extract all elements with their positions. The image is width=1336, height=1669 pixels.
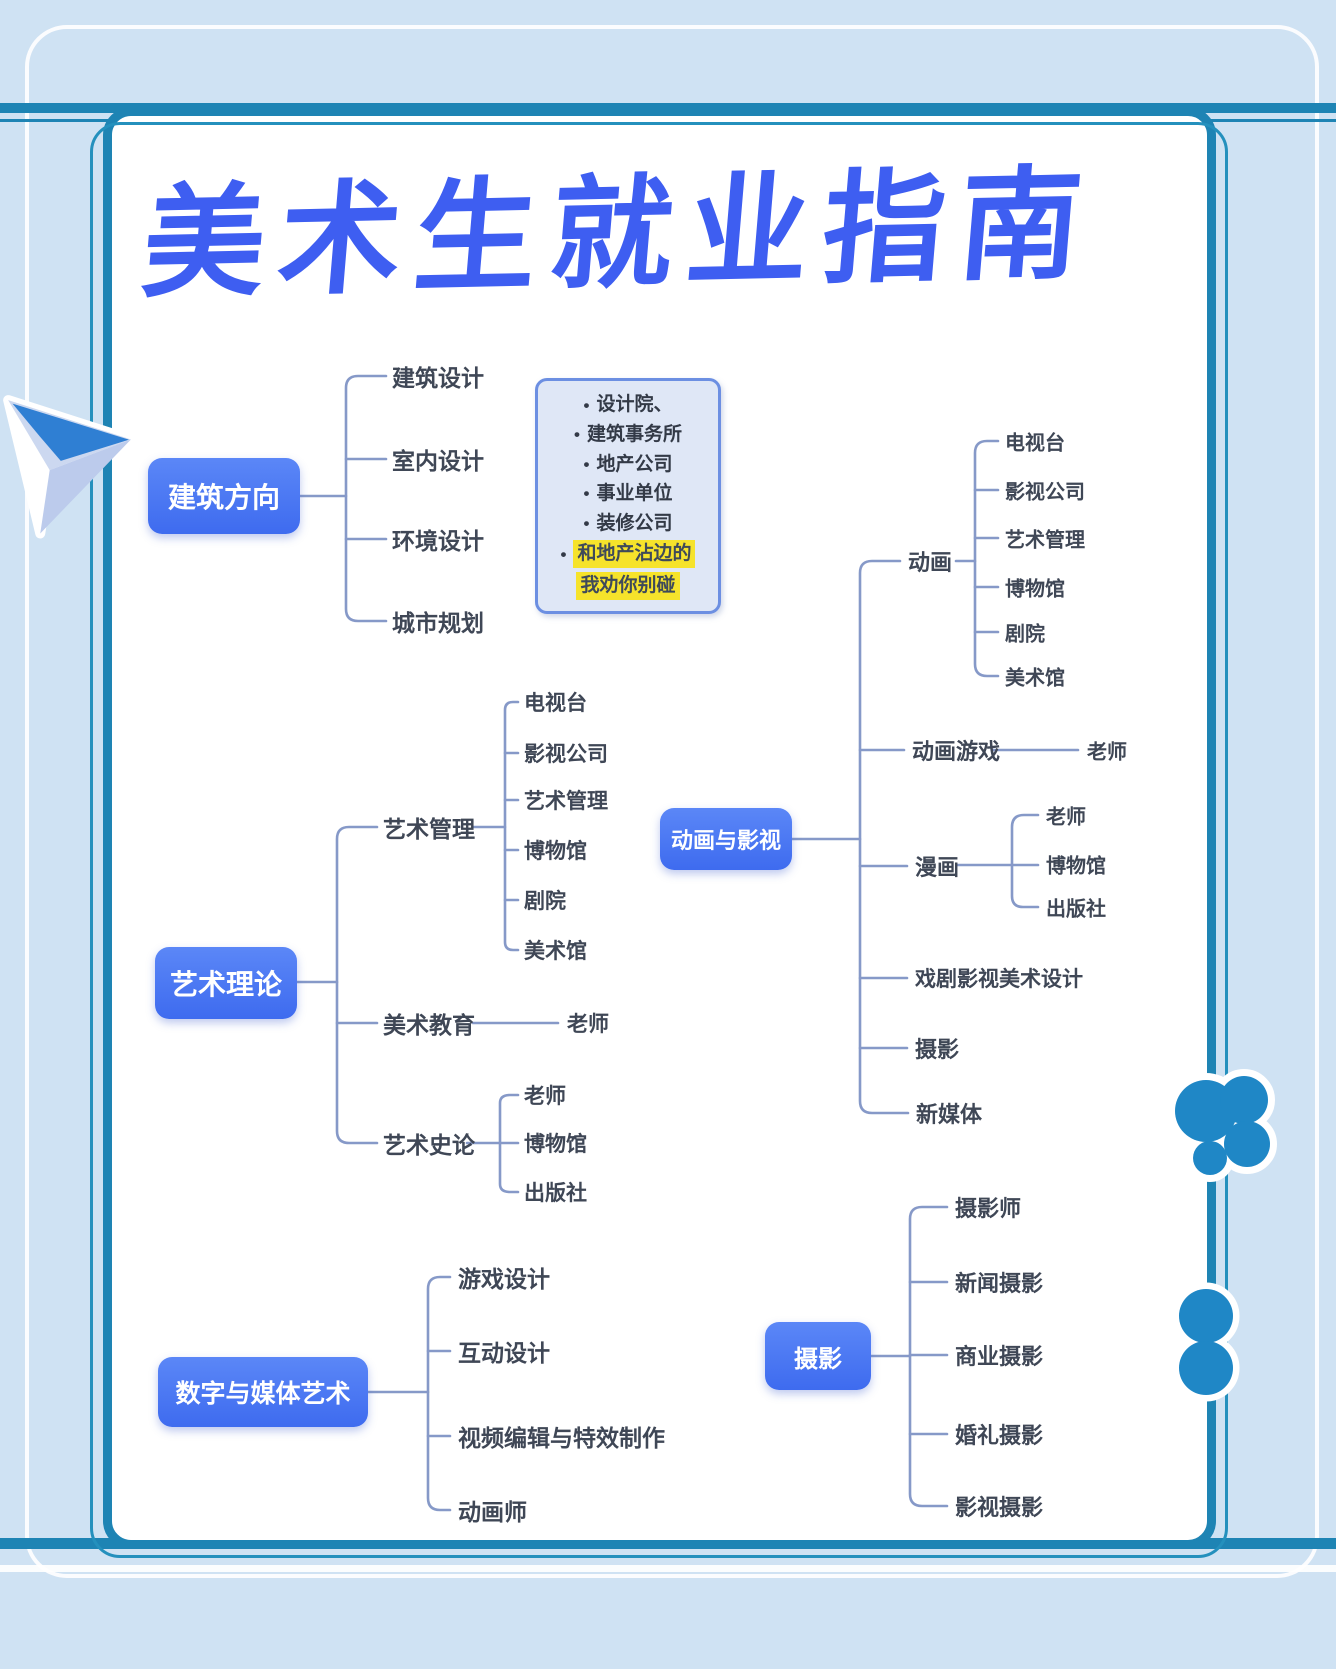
branch-label: 游戏设计 <box>458 1266 550 1292</box>
leaf-label: 老师 <box>524 1085 566 1108</box>
root-art-theory: 艺术理论 <box>155 947 297 1019</box>
leaf-label: 电视台 <box>1005 432 1065 455</box>
bullet-icon: • <box>583 514 590 534</box>
branch-label: 戏剧影视美术设计 <box>915 968 1083 991</box>
outer-white-frame <box>25 25 1319 1578</box>
bullet-icon: • <box>583 395 590 415</box>
branch-label: 环境设计 <box>392 528 484 554</box>
branch-label: 建筑设计 <box>392 365 484 391</box>
branch-label: 视频编辑与特效制作 <box>458 1425 665 1451</box>
leaf-label: 新闻摄影 <box>955 1271 1044 1296</box>
root-photography: 摄影 <box>765 1322 871 1390</box>
branch-label: 互动设计 <box>458 1340 550 1366</box>
leaf-label: 电视台 <box>524 692 587 715</box>
leaf-label: 艺术管理 <box>524 790 608 813</box>
leaf-label: 博物馆 <box>524 840 587 863</box>
branch-label: 艺术史论 <box>383 1132 475 1158</box>
leaf-label: 摄影师 <box>955 1196 1022 1221</box>
leaf-label: 老师 <box>1087 741 1127 764</box>
bullet-icon: • <box>583 454 590 474</box>
leaf-label: 婚礼摄影 <box>955 1423 1044 1448</box>
root-animation-and-film: 动画与影视 <box>660 808 792 870</box>
branch-label: 动画 <box>908 550 953 575</box>
callout-box: •设计院、 •建筑事务所 •地产公司 •事业单位 •装修公司 •和地产沾边的 我… <box>535 378 721 614</box>
callout-warning: 我劝你别碰 <box>542 572 714 600</box>
leaf-label: 老师 <box>567 1013 609 1036</box>
callout-item: •事业单位 <box>583 483 673 505</box>
leaf-label: 美术馆 <box>524 940 587 963</box>
leaf-label: 艺术管理 <box>1005 529 1085 552</box>
branch-label: 城市规划 <box>392 610 484 636</box>
leaf-label: 商业摄影 <box>955 1344 1044 1369</box>
leaf-label: 影视摄影 <box>955 1495 1044 1520</box>
branch-label: 美术教育 <box>383 1012 475 1038</box>
leaf-label: 影视公司 <box>524 743 608 766</box>
callout-item: •地产公司 <box>583 453 673 475</box>
leaf-label: 老师 <box>1046 806 1086 829</box>
callout-warning: •和地产沾边的 <box>542 540 714 569</box>
bullet-icon: • <box>583 484 590 504</box>
leaf-label: 影视公司 <box>1005 481 1085 504</box>
branch-label: 动画师 <box>458 1499 527 1525</box>
leaf-label: 博物馆 <box>524 1133 587 1156</box>
bullet-icon: • <box>574 425 580 445</box>
leaf-label: 出版社 <box>524 1182 587 1205</box>
root-architecture-direction: 建筑方向 <box>148 458 300 534</box>
bottom-white-line <box>0 1565 1336 1572</box>
page-title: 美术生就业指南 <box>137 155 1101 312</box>
branch-label: 动画游戏 <box>912 739 1001 764</box>
leaf-label: 出版社 <box>1046 898 1106 921</box>
leaf-label: 博物馆 <box>1005 578 1065 601</box>
branch-label: 新媒体 <box>916 1102 983 1127</box>
leaf-label: 博物馆 <box>1046 855 1106 878</box>
root-digital-media-art: 数字与媒体艺术 <box>158 1357 368 1427</box>
leaf-label: 美术馆 <box>1005 667 1065 690</box>
branch-label: 艺术管理 <box>383 816 475 842</box>
callout-item: •建筑事务所 <box>574 423 682 445</box>
branch-label: 室内设计 <box>392 448 484 474</box>
callout-item: •设计院、 <box>583 394 673 416</box>
branch-label: 摄影 <box>915 1037 960 1062</box>
leaf-label: 剧院 <box>1005 623 1045 646</box>
branch-label: 漫画 <box>915 855 960 880</box>
leaf-label: 剧院 <box>524 890 566 913</box>
bullet-icon: • <box>560 544 567 564</box>
callout-item: •装修公司 <box>583 512 673 534</box>
